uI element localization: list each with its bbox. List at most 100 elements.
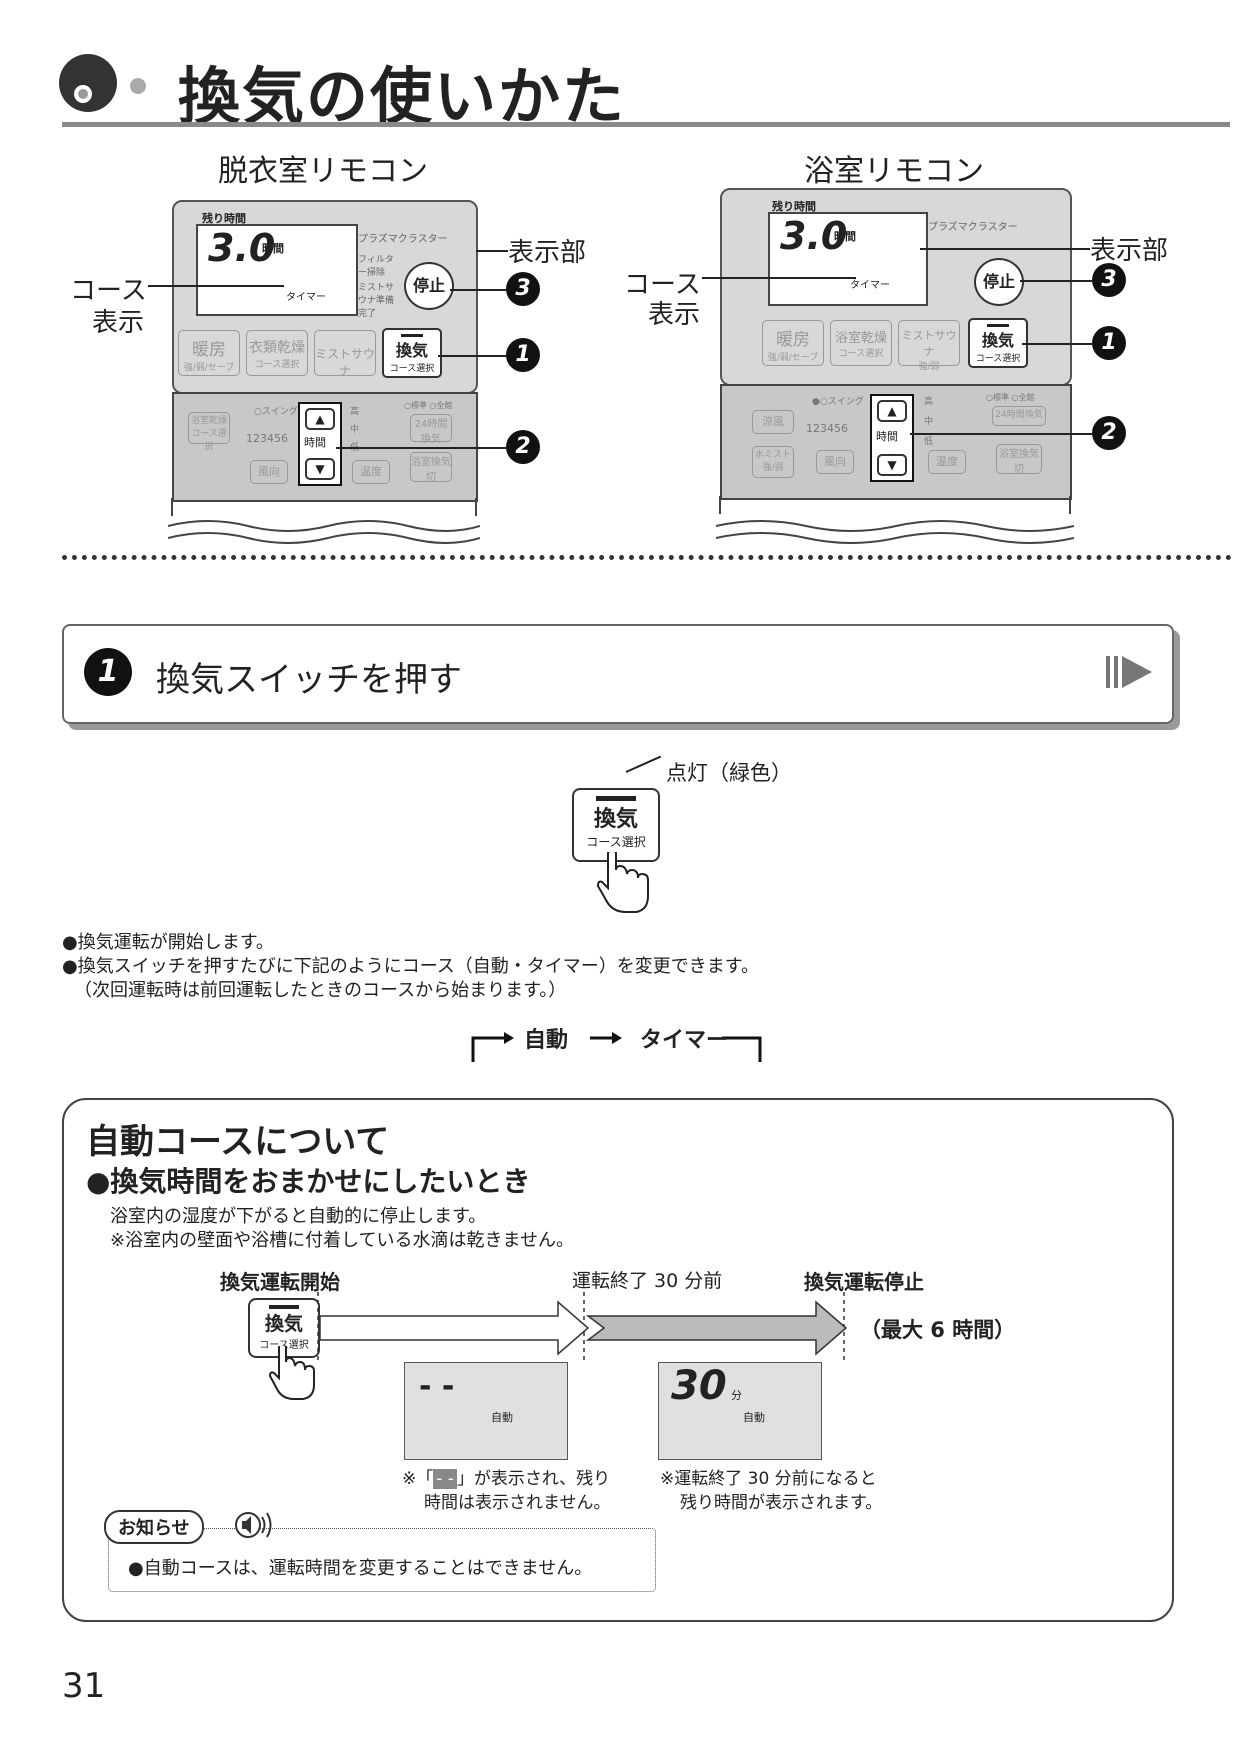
bath-up-arrow-button[interactable]: ▲	[877, 400, 907, 422]
stop-leader	[450, 289, 506, 291]
lcd-hours: 時間	[262, 242, 284, 255]
bath-vent24-button[interactable]: 24時間換気	[992, 406, 1046, 426]
stop-label: 換気運転停止	[804, 1270, 924, 1294]
bath-course-display-callout: 表示	[648, 300, 701, 330]
note-1-line-2: 時間は表示されません。	[424, 1493, 611, 1513]
step-1-text: 換気スイッチを押す	[156, 660, 462, 700]
stop-button[interactable]: 停止	[404, 262, 454, 310]
bath-remote-lower: 涼風 水ミスト強/弱 ●○スイング 123456 風向 ▲ 時間 ▼ 高 中 低…	[720, 384, 1072, 500]
bullet-start: ●換気運転が開始します。	[62, 932, 274, 953]
display-leader	[476, 250, 508, 252]
time-leader	[336, 447, 506, 449]
water-mist-button[interactable]: 水ミスト強/弱	[752, 446, 794, 478]
lcd-timer: タイマー	[286, 292, 326, 303]
page-title: 換気の使いかた	[178, 60, 627, 133]
mist-ready-label: ミストサウナ準備完了	[358, 283, 395, 319]
info-label-badge: お知らせ	[104, 1510, 204, 1544]
remaining-label: 残り時間	[202, 212, 246, 225]
course-leader	[148, 285, 284, 287]
lower-left-button[interactable]: 浴室乾燥コース選択	[188, 412, 230, 452]
bath-course-callout: コース	[624, 270, 701, 300]
timeline-arrows	[317, 1292, 848, 1360]
dash-mark: - -	[433, 1469, 457, 1489]
bath-display-area-callout: 表示部	[1090, 236, 1169, 266]
auto-desc-2: ※浴室内の壁面や浴槽に付着している水滴は乾きません。	[110, 1230, 574, 1251]
swing-label: ○スイング	[254, 407, 298, 417]
display-area-callout: 表示部	[508, 238, 587, 268]
bath-time-leader	[910, 433, 1092, 435]
lit-callout: 点灯（緑色）	[666, 761, 792, 785]
auto-lcd-1: - - 自動	[404, 1362, 568, 1460]
auto-hand-icon	[268, 1346, 315, 1400]
number-2-badge: 2	[506, 430, 540, 464]
bath-temp-button[interactable]: 温度	[928, 450, 966, 474]
number-3-badge: 3	[506, 272, 540, 306]
cycle-arrows	[471, 1032, 762, 1062]
title-rule	[62, 122, 1230, 127]
mid-label: 運転終了 30 分前	[572, 1270, 723, 1292]
bath-stop-leader	[1020, 280, 1092, 282]
bath-display-leader	[920, 248, 1090, 250]
down-arrow-button[interactable]: ▼	[305, 458, 335, 480]
bullet-course: ●換気スイッチを押すたびに下記のようにコース（自動・タイマー）を変更できます。	[62, 956, 760, 977]
step-1-box: 1 換気スイッチを押す	[62, 624, 1174, 724]
up-arrow-button[interactable]: ▲	[305, 408, 335, 430]
bath-mist-button[interactable]: ミストサウナ 強/弱	[898, 320, 960, 372]
heat-button[interactable]: 暖房 強/弱/セーブ	[178, 330, 240, 376]
bath-course-leader	[702, 277, 856, 279]
hand-press-icon	[596, 852, 649, 913]
bath-lcd: 3.0 時間 タイマー	[768, 212, 928, 306]
changing-remote-upper: 残り時間 3.0 時間 タイマー プラズマクラスター フィルター掃除 ミストサウ…	[172, 200, 478, 394]
course-callout: コース	[70, 276, 147, 306]
auto-course-heading: 自動コースについて	[86, 1122, 390, 1162]
auto-lcd-2: 30 分 自動	[658, 1362, 822, 1460]
bath-vent-button[interactable]: 浴室換気切	[410, 452, 452, 483]
cycle-auto: 自動	[524, 1028, 569, 1053]
auto-course-box: 自動コースについて ●換気時間をおまかせにしたいとき 浴室内の湿度が下がると自動…	[62, 1098, 1174, 1622]
green-lamp	[596, 796, 636, 801]
bath-remote-base	[716, 496, 1074, 544]
cycle-timer: タイマー	[640, 1028, 729, 1053]
info-box	[108, 1528, 656, 1592]
bath-stop-button[interactable]: 停止	[974, 258, 1024, 306]
vent-switch-demo[interactable]: 換気 コース選択	[572, 788, 660, 862]
temp-button[interactable]: 温度	[352, 460, 390, 484]
bath-vent-off-button[interactable]: 浴室換気切	[996, 444, 1042, 475]
bath-remote-title: 浴室リモコン	[804, 154, 984, 189]
info-text: ●自動コースは、運転時間を変更することはできません。	[128, 1558, 593, 1579]
bath-number-2-badge: 2	[1092, 416, 1126, 450]
auto-course-subheading: ●換気時間をおまかせにしたいとき	[86, 1165, 531, 1198]
fan-numbers: 123456	[246, 432, 288, 445]
vent24-button[interactable]: 24時間換気	[410, 414, 452, 445]
vent-button[interactable]: 換気 コース選択	[382, 328, 442, 378]
cool-button[interactable]: 涼風	[752, 410, 794, 434]
bath-down-arrow-button[interactable]: ▼	[877, 454, 907, 476]
bath-time-updown: ▲ 時間 ▼	[870, 394, 914, 482]
dry-button[interactable]: 衣類乾燥 コース選択	[246, 330, 308, 376]
note-2-line-1: ※運転終了 30 分前になると	[660, 1469, 877, 1489]
start-label: 換気運転開始	[220, 1270, 340, 1294]
mist-button[interactable]: ミストサウナ	[314, 330, 376, 378]
dotted-divider	[62, 555, 1232, 560]
next-arrow-icon	[1106, 656, 1152, 688]
bath-heat-button[interactable]: 暖房 強/弱/セーブ	[762, 320, 824, 366]
lcd-digits: 3.0	[208, 226, 276, 270]
note-2-line-2: 残り時間が表示されます。	[680, 1493, 883, 1513]
speaker-icon	[235, 1512, 272, 1538]
vent-leader	[438, 355, 506, 357]
step-1-number: 1	[84, 648, 132, 696]
changing-remote-title: 脱衣室リモコン	[218, 154, 428, 189]
auto-desc-1: 浴室内の湿度が下がると自動的に停止します。	[110, 1206, 487, 1227]
time-updown: ▲ 時間 ▼	[298, 402, 342, 486]
bath-wind-button[interactable]: 風向	[816, 450, 854, 474]
lit-leader	[625, 755, 662, 773]
changing-remote-base	[168, 498, 480, 544]
bath-number-1-badge: 1	[1092, 326, 1126, 360]
bath-vent-button[interactable]: 換気 コース選択	[968, 318, 1028, 368]
changing-lcd: 3.0 時間 タイマー	[196, 224, 358, 316]
cluster-label: プラズマクラスター	[358, 234, 448, 245]
filter-label: フィルター掃除	[358, 255, 394, 278]
bath-dry-button[interactable]: 浴室乾燥 コース選択	[830, 320, 892, 366]
bath-remote-upper: 残り時間 3.0 時間 タイマー プラズマクラスター 停止 暖房 強/弱/セーブ…	[720, 188, 1072, 386]
wind-button[interactable]: 風向	[250, 460, 288, 484]
